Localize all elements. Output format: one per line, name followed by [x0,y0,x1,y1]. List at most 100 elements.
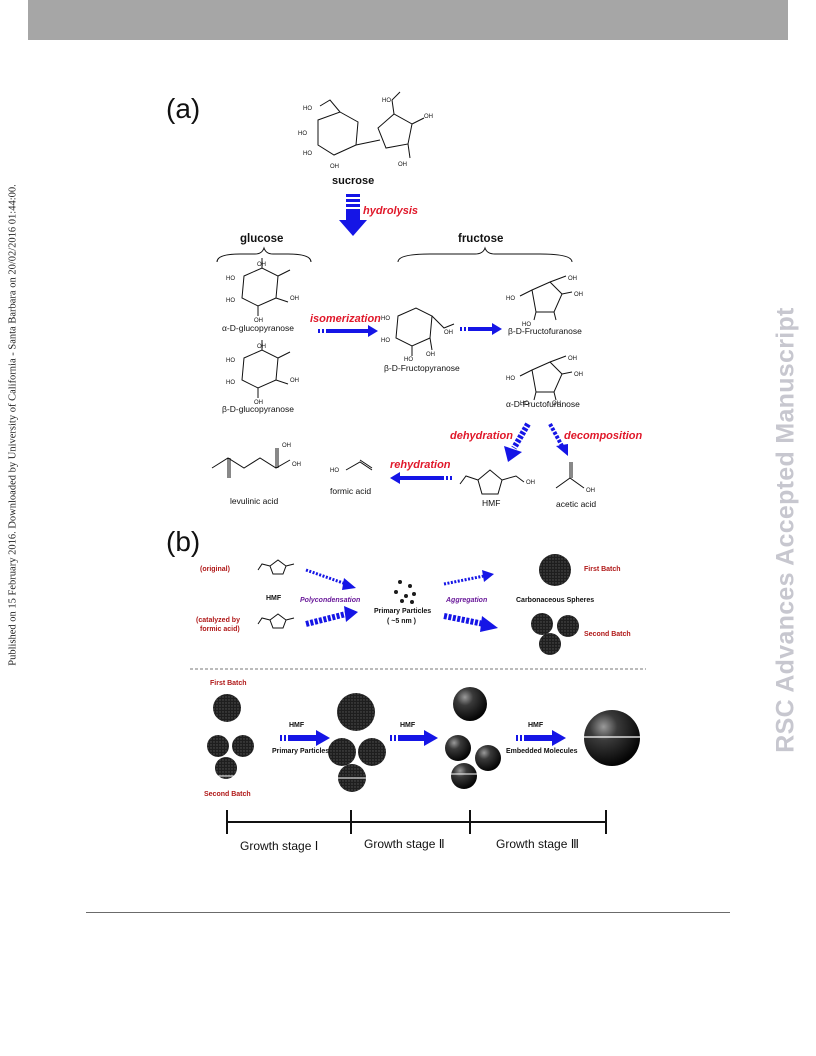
beta-fructopyranose-label: β-D-Fructopyranose [384,363,460,373]
structure-atom-label: HO [303,151,312,157]
polycondensation-arrow-bottom [305,606,358,627]
alpha-glucopyranose-structure: OH HO HO OH OH [226,258,299,324]
structure-atom-label: HO [404,357,413,363]
beta-glucopyranose-structure: OH HO HO OH OH [226,340,299,406]
hydrolysis-label: hydrolysis [363,205,418,217]
hmf-structure-bottom [257,613,295,629]
stage2-cluster [445,735,501,789]
panel-b-label: (b) [166,526,200,557]
structure-atom-label: OH [290,296,299,302]
fructose-brace [397,246,573,263]
original-label: (original) [200,566,230,573]
formic-acid-label: formic acid [330,486,371,496]
structure-atom-label: HO [382,98,391,104]
alpha-fructofuranose-label: α-D-Fructofuranose [506,399,580,409]
growth-stage-3-label: Growth stage Ⅲ [496,837,579,851]
growth-first-sphere [213,694,241,722]
aggregation-label: Aggregation [445,597,487,604]
structure-atom-label: OH [568,356,577,362]
growth-stage-2-label: Growth stage Ⅱ [364,837,445,851]
furanose-arrow [460,323,502,335]
header-bar [28,0,788,40]
beta-fructofuranose-structure: HO OH OH HO [506,275,583,328]
structure-atom-label: OH [398,162,407,168]
rehydration-label: rehydration [390,459,451,471]
fructose-heading: fructose [458,233,503,245]
structure-atom-label: OH [444,330,453,336]
beta-fructofuranose-label: β-D-Fructofuranose [508,326,582,336]
beta-fructopyranose-structure: HO HO OH HO OH [381,307,455,363]
growth-stage-1-label: Growth stage Ⅰ [240,839,318,853]
decomposition-label: decomposition [564,430,643,442]
structure-atom-label: HO [303,106,312,112]
structure-atom-label: OH [586,488,595,494]
structure-atom-label: OH [552,401,561,407]
polycondensation-arrow-top [305,568,356,590]
structure-atom-label: HO [522,322,531,328]
polycondensation-label: Polycondensation [300,597,360,604]
acetic-acid-structure: OH [555,462,595,494]
structure-atom-label: OH [290,378,299,384]
isomerization-label: isomerization [310,313,381,325]
aggregation-arrow-top [443,570,494,586]
structure-atom-label: OH [257,344,266,350]
structure-atom-label: HO [381,338,390,344]
second-batch-spheres [531,613,579,655]
hmf-structure: OH [459,469,535,495]
levulinic-acid-label: levulinic acid [230,496,278,506]
primary-particles-label: Primary Particles [374,608,431,615]
growth-arrow-1-top: HMF [289,722,305,729]
growth-arrow-3 [516,730,566,746]
structure-atom-label: HO [506,376,515,382]
sucrose-label: sucrose [332,175,374,187]
growth-arrow-1-bottom: Primary Particles [272,748,329,755]
structure-atom-label: OH [526,480,535,486]
levulinic-acid-structure: OH OH [211,443,301,478]
stage1-sphere [337,693,375,731]
structure-atom-label: HO [381,316,390,322]
structure-atom-label: OH [282,443,291,449]
structure-atom-label: HO [226,298,235,304]
structure-atom-label: OH [574,292,583,298]
growth-second-batch-label: Second Batch [204,791,251,798]
first-batch-sphere [539,554,571,586]
carbonaceous-spheres-label: Carbonaceous Spheres [516,597,594,604]
first-batch-label: First Batch [584,566,621,573]
structure-atom-label: HO [226,358,235,364]
structure-atom-label: OH [568,276,577,282]
panel-a-label: (a) [166,93,200,124]
stage3-sphere [584,710,640,766]
growth-arrow-2-top: HMF [400,722,416,729]
growth-arrow-1 [280,730,330,746]
primary-particles-dots [394,580,416,604]
hmf-label-b: HMF [266,595,282,602]
growth-arrow-2 [390,730,438,746]
structure-atom-label: OH [426,352,435,358]
structure-atom-label: OH [574,372,583,378]
growth-arrow-3-top: HMF [528,722,544,729]
hmf-structure-top [257,559,295,575]
particle-size-label: ( ~5 nm ) [387,618,416,625]
alpha-glucopyranose-label: α-D-glucopyranose [222,323,294,333]
dehydration-arrow [504,422,531,462]
alpha-fructofuranose-structure: HO OH OH HO OH [506,355,583,407]
rehydration-arrow [390,472,452,484]
structure-atom-label: HO [298,131,307,137]
glucose-brace [216,246,312,263]
structure-atom-label: OH [424,114,433,120]
structure-atom-label: OH [257,262,266,268]
catalyzed-label-1: (catalyzed by [196,617,240,624]
growth-second-spheres [207,735,254,779]
structure-atom-label: OH [330,164,339,170]
beta-glucopyranose-label: β-D-glucopyranose [222,404,294,414]
acetic-acid-label: acetic acid [556,499,596,509]
aggregation-arrow-bottom [443,613,498,632]
hydrolysis-arrow [339,194,367,236]
glucose-heading: glucose [240,233,283,245]
structure-atom-label: OH [254,318,263,324]
catalyzed-label-2: formic acid) [200,626,240,633]
growth-first-batch-label: First Batch [210,680,247,687]
growth-arrow-3-bottom: Embedded Molecules [506,748,578,755]
decomposition-arrow [548,423,568,456]
structure-atom-label: HO [330,468,339,474]
